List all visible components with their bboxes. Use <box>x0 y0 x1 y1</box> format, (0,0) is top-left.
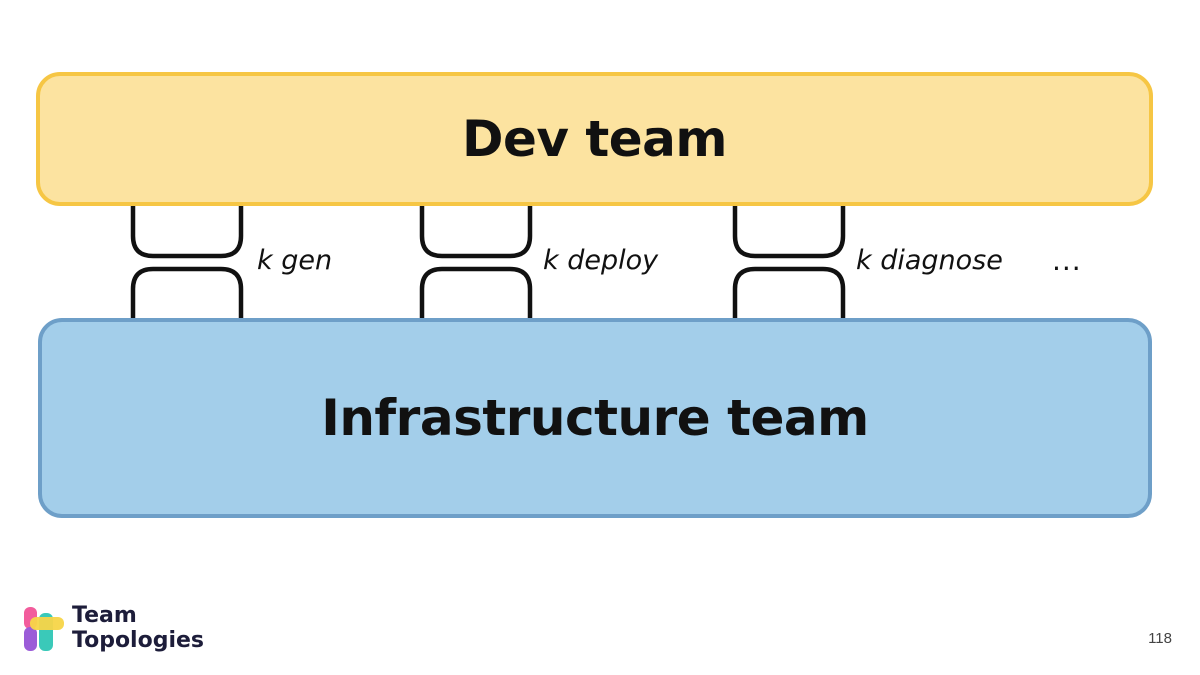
page-number: 118 <box>1148 630 1172 647</box>
infrastructure-team-label: Infrastructure team <box>321 389 869 447</box>
logo-line-1: Team <box>72 603 137 628</box>
infrastructure-team-box: Infrastructure team <box>38 318 1152 518</box>
more-indicator: ... <box>1052 244 1082 277</box>
connector-label-gen: k gen <box>257 245 333 276</box>
connector-deploy-top <box>419 200 533 259</box>
connector-gen-bottom <box>130 266 244 324</box>
team-topologies-logo-icon <box>24 607 64 651</box>
connector-deploy-bottom <box>419 266 533 324</box>
connector-diagnose-bottom <box>732 266 846 324</box>
connector-gen-top <box>130 200 244 259</box>
connector-label-deploy: k deploy <box>543 245 659 276</box>
team-topologies-logo: Team Topologies <box>22 603 204 653</box>
logo-line-2: Topologies <box>72 628 205 653</box>
dev-team-box: Dev team <box>36 72 1153 206</box>
connector-diagnose-top <box>732 200 846 259</box>
dev-team-label: Dev team <box>461 110 728 168</box>
connector-label-diagnose: k diagnose <box>856 245 1003 276</box>
